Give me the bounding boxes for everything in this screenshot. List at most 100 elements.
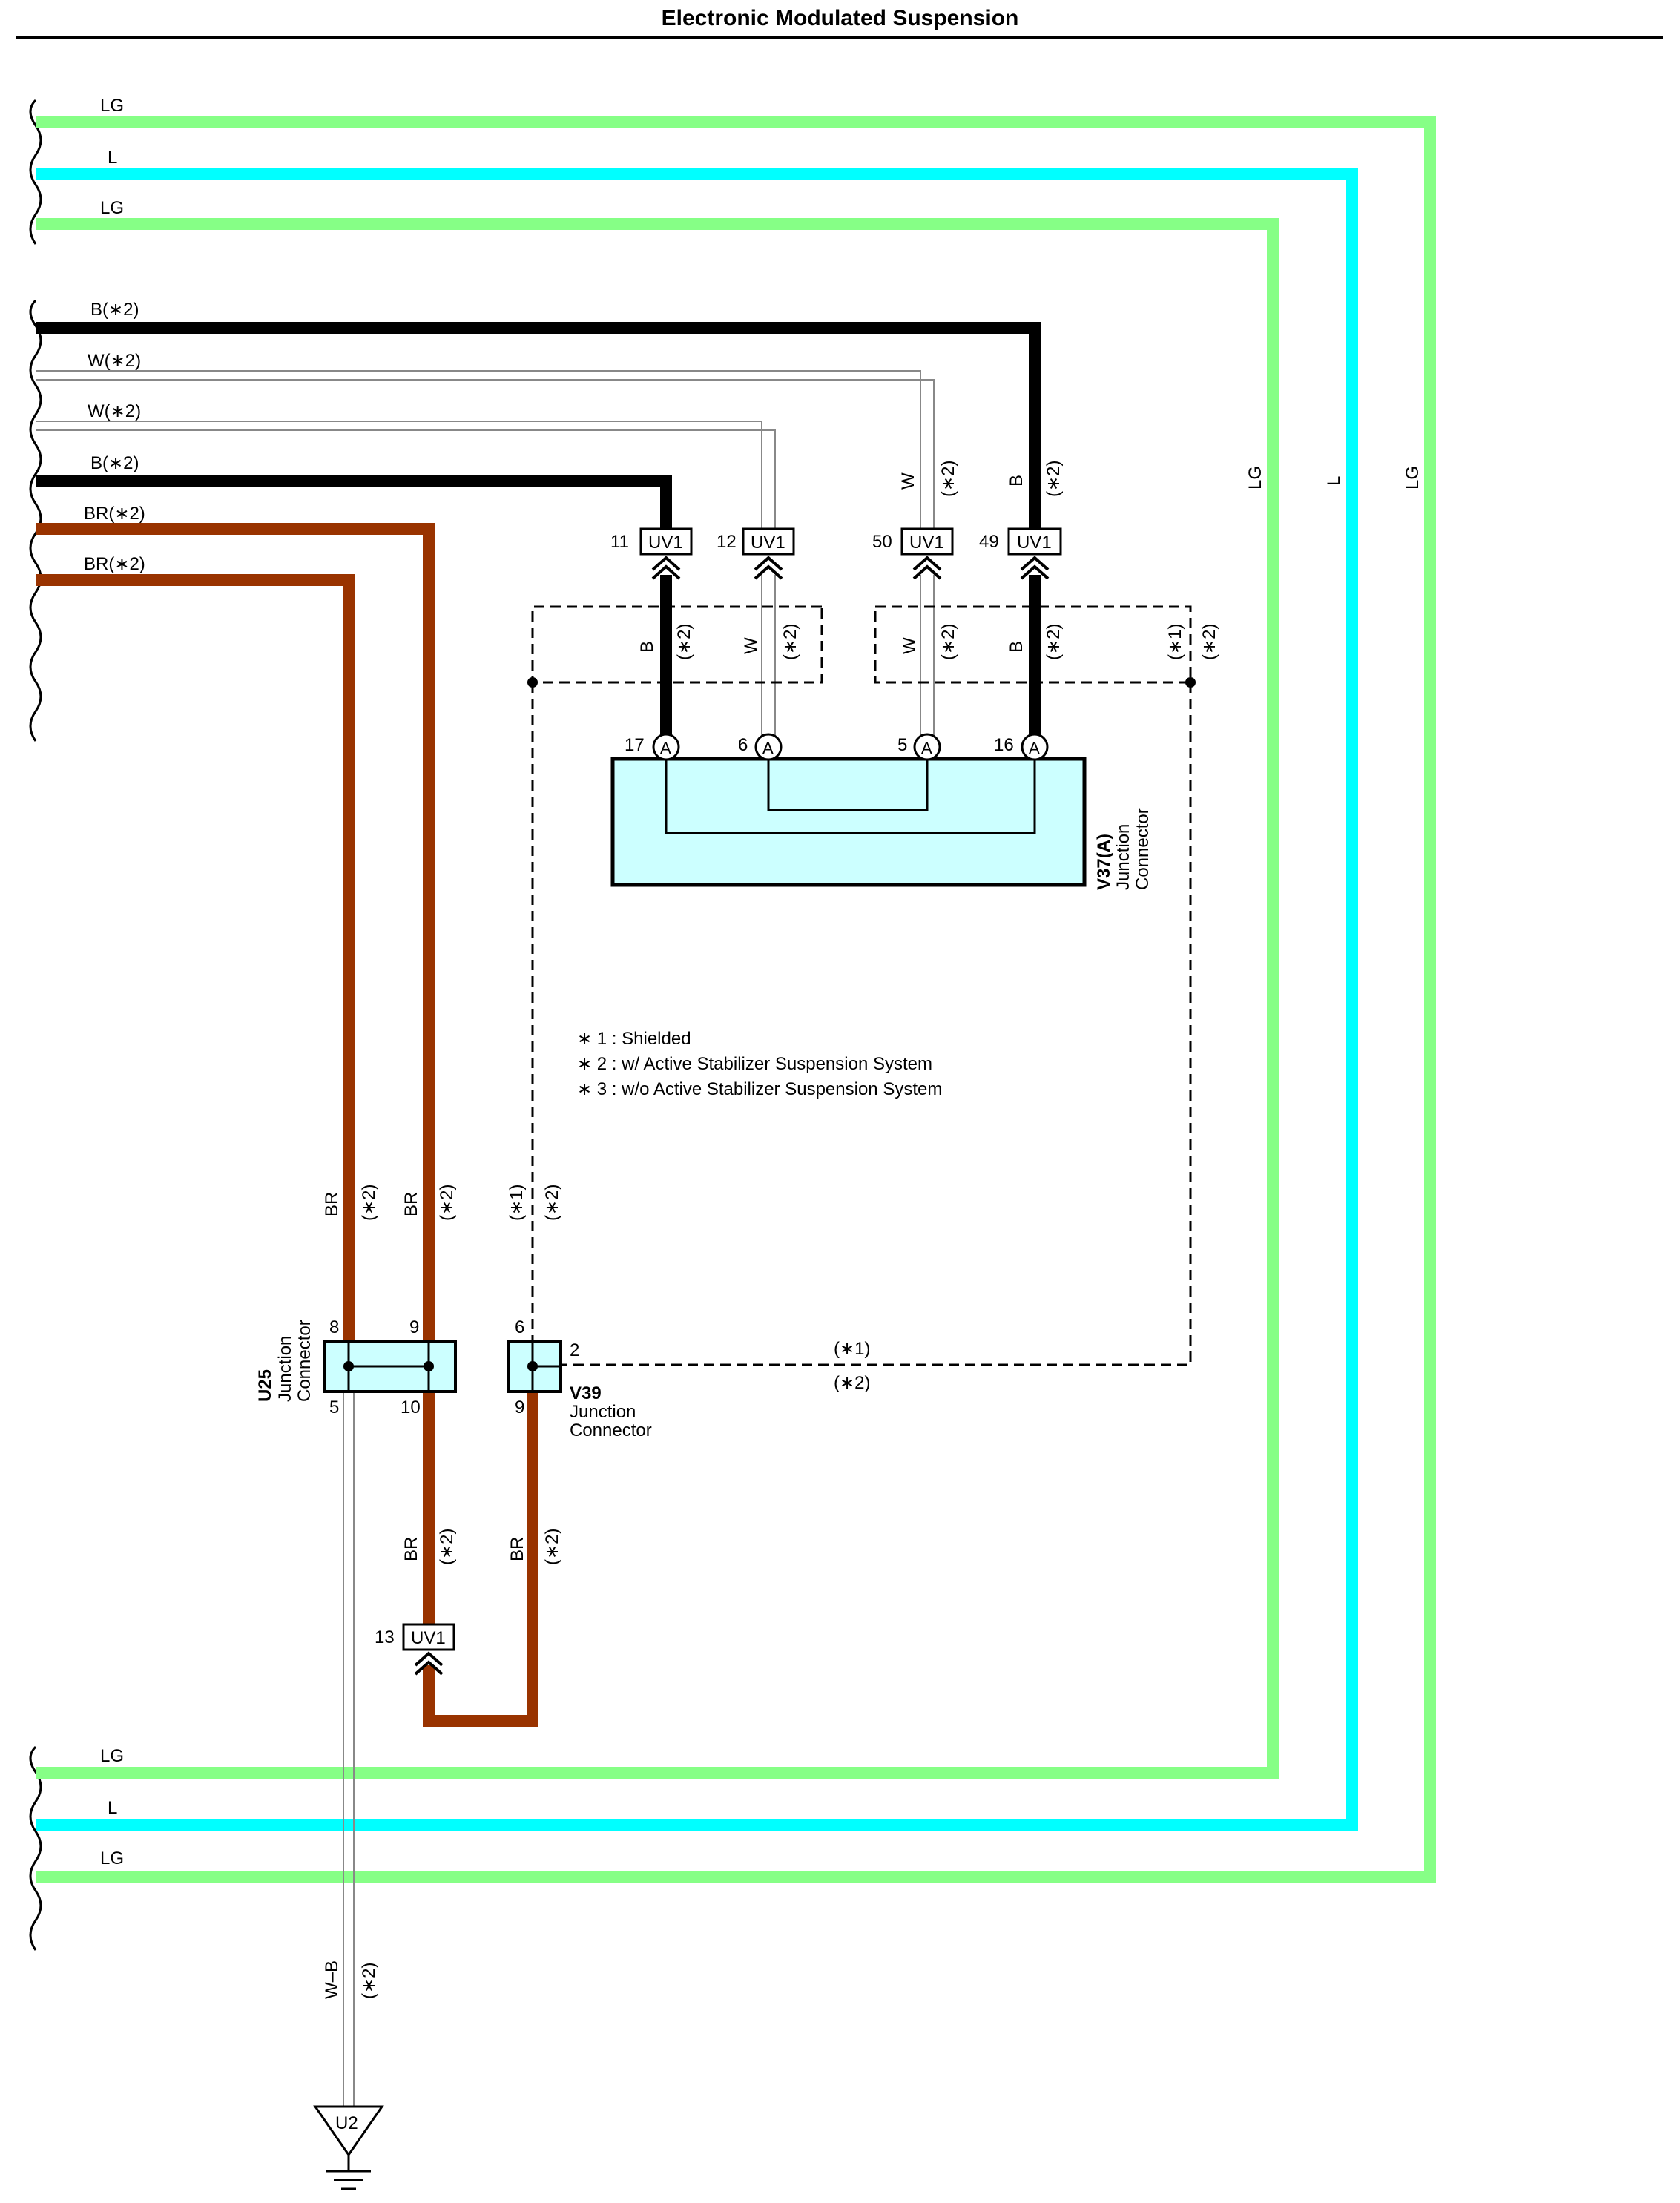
- label-br1: BR(∗2): [84, 504, 145, 524]
- vlabel-mid-b-note: (∗2): [674, 624, 694, 660]
- v37-line2: Connector: [1133, 808, 1153, 890]
- wire-b-49: [36, 322, 1041, 555]
- label-b1: B(∗2): [90, 300, 139, 320]
- u25-line1: Junction: [275, 1336, 295, 1402]
- title-rule: [16, 36, 1663, 39]
- vertical-labels: LG L LG W (∗2) B (∗2) B (∗2) W (∗2) W (∗…: [322, 461, 1423, 1999]
- wire-w-50-b: [36, 379, 935, 550]
- v37-body: [610, 757, 1087, 887]
- v39-pin-top: 6: [515, 1317, 524, 1337]
- chevron-13: [414, 1651, 444, 1676]
- break-marker-top-1: [29, 99, 42, 245]
- vlabel-sh-b: (∗2): [542, 1185, 562, 1221]
- a-pin-6-mark: A: [762, 739, 774, 757]
- label-top-lg2: LG: [100, 198, 124, 218]
- shield-lines: [531, 605, 1192, 1366]
- a-pin-6: [754, 733, 783, 761]
- note-1: ∗ 1 : Shielded: [577, 1029, 691, 1049]
- v37-line1: Junction: [1113, 824, 1133, 890]
- uv1-pin-12: 12: [717, 532, 737, 552]
- u25-pin-bl: 5: [329, 1397, 339, 1417]
- a-pin-17: [652, 733, 680, 761]
- uv1-name-12: UV1: [751, 533, 785, 553]
- uv1-labels: 11 UV1 12 UV1 50 UV1 49 UV1 13 UV1: [375, 532, 1052, 1648]
- vlabel-w-top: W: [898, 472, 918, 490]
- ground-wire: [343, 1392, 355, 2107]
- uv1-box-50: [900, 527, 954, 556]
- label-bot-lg2: LG: [100, 1848, 124, 1868]
- chevrons: [414, 556, 1050, 1676]
- white-wires: [36, 370, 935, 744]
- wire-br-loop: [423, 1392, 538, 1727]
- v39-line1: Junction: [570, 1402, 636, 1422]
- v37-inner-outer-loop: [665, 759, 1036, 834]
- uv1-boxes: [402, 527, 1062, 1651]
- a-pin-16: [1021, 733, 1049, 761]
- left-wire-labels: LG L LG B(∗2) W(∗2) W(∗2) B(∗2) BR(∗2) B…: [84, 96, 145, 1868]
- u25-code: U25: [255, 1369, 275, 1402]
- label-w1: W(∗2): [88, 351, 141, 371]
- break-marker-top-2: [29, 299, 42, 742]
- u25-pin-br: 10: [401, 1397, 421, 1417]
- u25-line2: Connector: [294, 1320, 314, 1402]
- vlabel-wb: W–B: [322, 1960, 342, 1999]
- uv1-box-49: [1007, 527, 1062, 556]
- u25-pin-tr: 9: [409, 1317, 419, 1337]
- label-top-lg1: LG: [100, 96, 124, 116]
- label-br2: BR(∗2): [84, 554, 145, 574]
- vlabel-lg1: LG: [1245, 466, 1265, 490]
- vlabel-sh-a: (∗1): [507, 1185, 527, 1221]
- a-pin-16-num: 16: [994, 735, 1014, 755]
- label-bot-lg1: LG: [100, 1746, 124, 1766]
- vlabel-br-a-note: (∗2): [359, 1185, 379, 1221]
- page-title: Electronic Modulated Suspension: [661, 6, 1019, 30]
- a-pin-5-num: 5: [897, 735, 907, 755]
- label-b2: B(∗2): [90, 453, 139, 473]
- v39-line2: Connector: [570, 1420, 652, 1440]
- v39-pin-bottom: 9: [515, 1397, 524, 1417]
- vlabel-l: L: [1324, 476, 1344, 486]
- break-markers: [29, 99, 42, 1951]
- wire-br-8: [36, 574, 355, 1341]
- wire-lg-outer: [36, 116, 1436, 1883]
- vlabel-mid-w1-note: (∗2): [780, 624, 800, 660]
- vlabel-b-top-note: (∗2): [1044, 461, 1064, 497]
- v39-code: V39: [570, 1383, 602, 1403]
- v37-inner-loop: [767, 759, 929, 811]
- chevron-50: [912, 556, 942, 580]
- uv1-name-11: UV1: [648, 533, 683, 553]
- vlabel-b-top: B: [1007, 475, 1027, 487]
- note-2: ∗ 2 : w/ Active Stabilizer Suspension Sy…: [577, 1054, 932, 1074]
- vlabel-br-b-note: (∗2): [437, 1185, 457, 1221]
- uv1-pin-11: 11: [610, 532, 629, 552]
- vlabel-mid-b: B: [637, 641, 657, 653]
- v37-labels: V37(A) Junction Connector: [1094, 808, 1153, 890]
- uv1-pin-49: 49: [979, 532, 999, 552]
- uv1-box-11: [639, 527, 693, 556]
- chevron-49: [1020, 556, 1050, 580]
- vlabel-shield-note1: (∗1): [1165, 624, 1185, 660]
- label-top-l: L: [108, 148, 117, 168]
- a-pin-16-mark: A: [1029, 739, 1040, 757]
- vlabel-lg2: LG: [1403, 466, 1423, 490]
- vlabel-br-a: BR: [322, 1192, 342, 1216]
- shield-dot-right: [1185, 677, 1196, 688]
- vlabel-shield-note2: (∗2): [1199, 624, 1219, 660]
- v39-note2: (∗2): [834, 1373, 870, 1393]
- vlabel-mid-b2-note: (∗2): [1044, 624, 1064, 660]
- shield-dots: [527, 677, 1196, 688]
- wire-l: [36, 168, 1358, 1831]
- v37-junction-connector: [610, 757, 1087, 887]
- wire-w-12-b: [36, 429, 776, 550]
- vlabel-br-b: BR: [401, 1192, 421, 1216]
- uv1-pin-50: 50: [872, 532, 892, 552]
- ground-code: U2: [335, 2113, 358, 2133]
- uv1-name-50: UV1: [909, 533, 944, 553]
- wire-br-9: [36, 523, 435, 1341]
- u25-labels: U25 Junction Connector 8 9 5 10: [255, 1317, 421, 1417]
- chevron-11: [651, 556, 681, 580]
- v39-labels: 6 2 9 V39 Junction Connector (∗1) (∗2): [515, 1317, 870, 1440]
- vlabel-br-c-note: (∗2): [437, 1529, 457, 1565]
- a-pin-17-num: 17: [625, 735, 645, 755]
